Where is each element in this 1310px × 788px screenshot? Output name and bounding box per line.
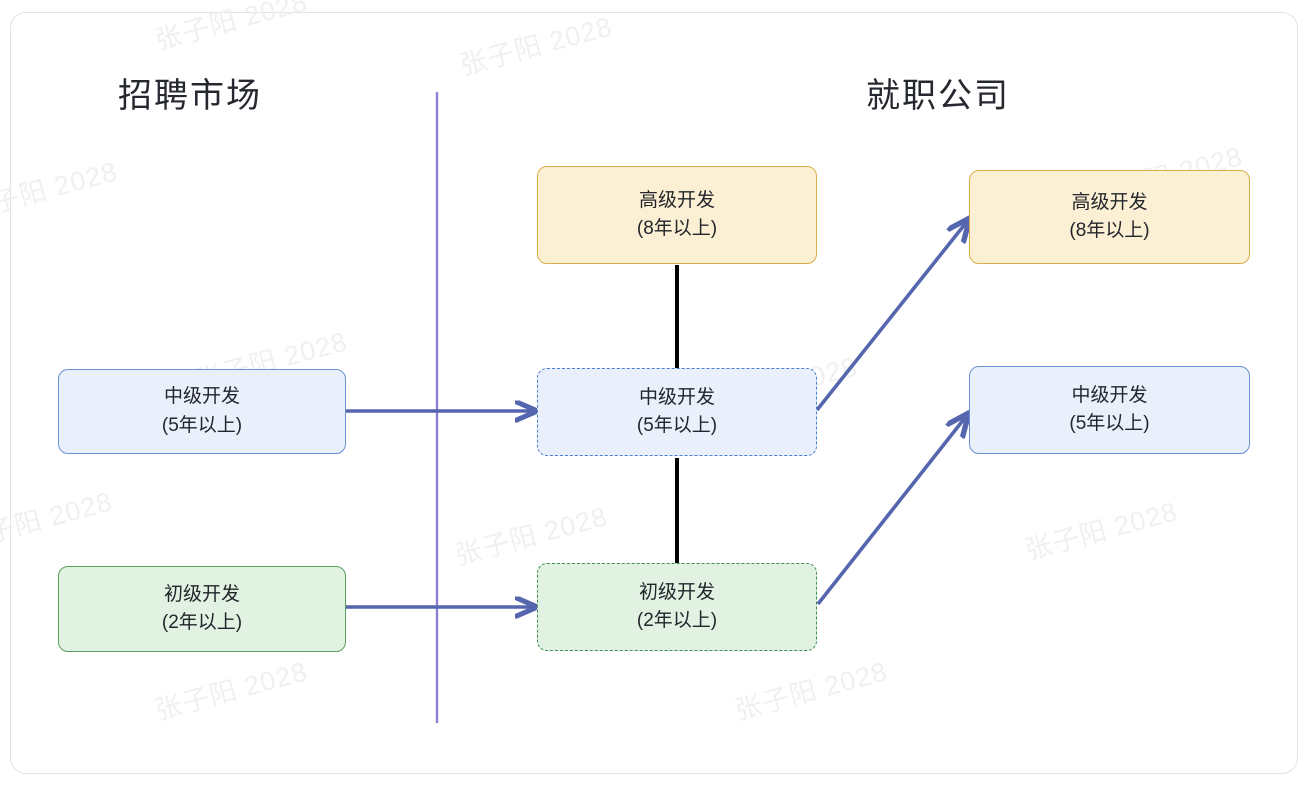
node-detail: (5年以上) [636,415,718,436]
column-title-recruitment-market: 招聘市场 [118,77,262,115]
node-title: 初级开发 [638,581,715,603]
edge-center-junior-to-company-mid [816,414,968,606]
node-detail: (2年以上) [636,610,718,631]
watermark: 张子阳 2028 [456,11,616,81]
watermark: 张子阳 2028 [451,501,611,571]
node-company-senior-developer[interactable]: 高级开发 (8年以上) [969,170,1250,264]
node-center-senior-developer[interactable]: 高级开发 (8年以上) [537,166,817,264]
node-title: 中级开发 [638,386,715,408]
node-title: 高级开发 [1071,191,1148,213]
node-detail: (5年以上) [1069,413,1150,434]
watermark: 张子阳 2028 [1021,496,1181,566]
watermark: 张子阳 2028 [151,0,311,56]
node-detail: (8年以上) [1069,220,1150,241]
node-title: 高级开发 [638,189,715,211]
watermark: 张子阳 2028 [731,656,891,726]
node-market-mid-developer[interactable]: 中级开发 (5年以上) [58,369,346,454]
node-center-junior-developer[interactable]: 初级开发 (2年以上) [537,563,817,651]
node-title: 中级开发 [163,386,240,408]
node-market-junior-developer[interactable]: 初级开发 (2年以上) [58,566,346,652]
column-title-employer-company: 就职公司 [866,77,1010,115]
node-detail: (5年以上) [161,414,243,436]
node-title: 初级开发 [163,583,240,605]
edge-center-mid-to-company-senior [815,219,969,412]
watermark: 张子阳 2028 [151,656,311,726]
node-detail: (2年以上) [161,612,243,633]
node-company-mid-developer[interactable]: 中级开发 (5年以上) [969,366,1250,454]
node-center-mid-developer[interactable]: 中级开发 (5年以上) [537,368,817,456]
node-detail: (8年以上) [636,218,718,239]
watermark: 张子阳 2028 [0,156,121,226]
node-title: 中级开发 [1071,384,1148,406]
watermark: 张子阳 2028 [0,486,116,556]
